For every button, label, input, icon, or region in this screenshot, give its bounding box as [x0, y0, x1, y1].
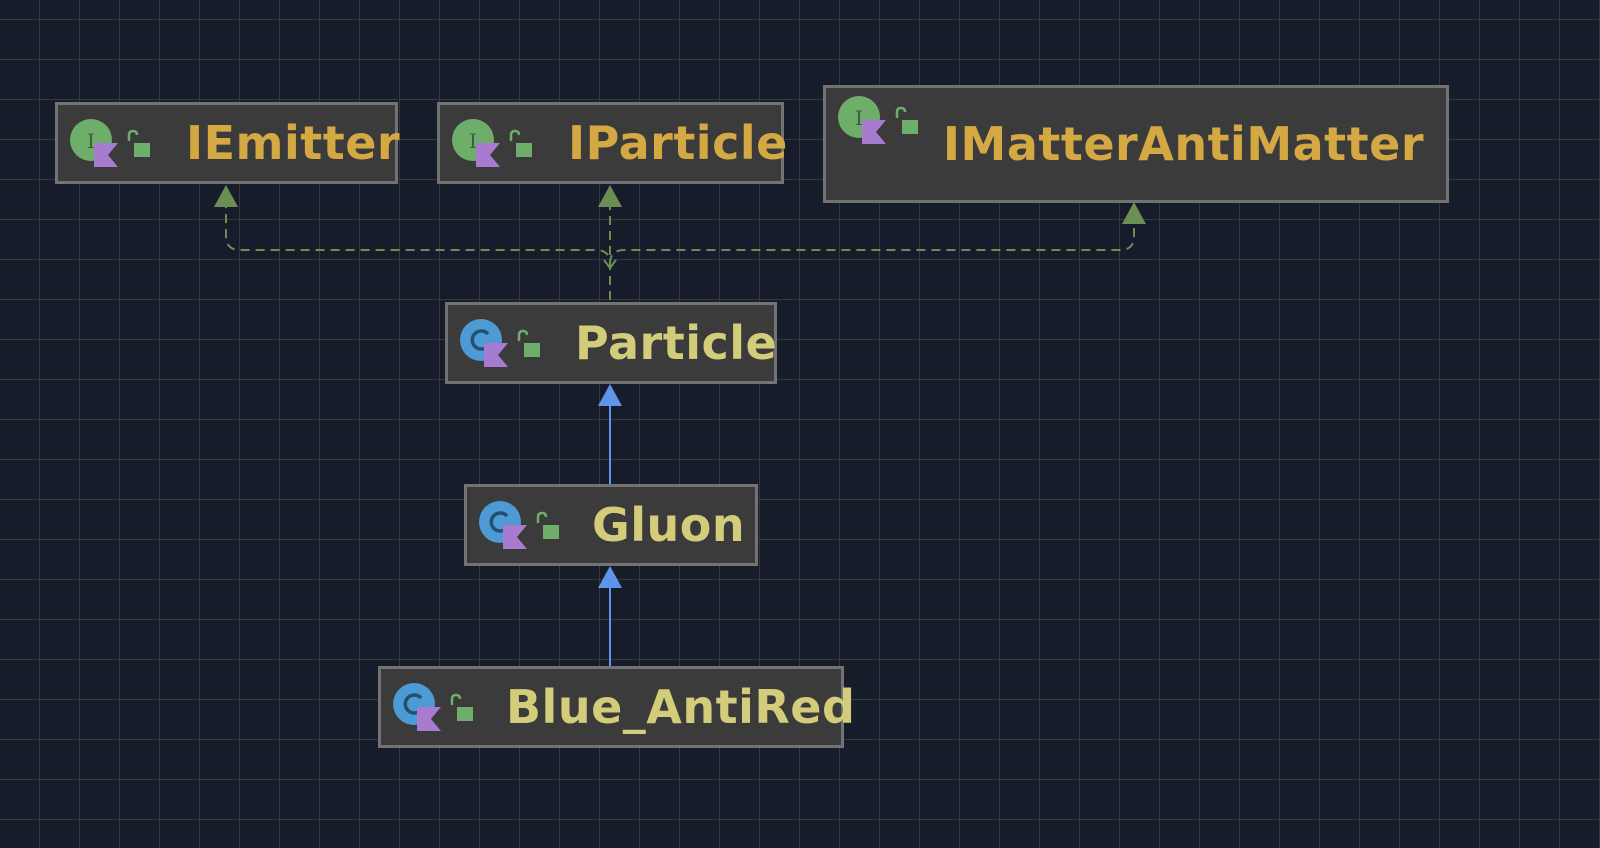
node-imatterantimatter[interactable]: I IMatterAntiMatter [823, 85, 1449, 203]
class-icon [460, 319, 508, 367]
svg-text:I: I [87, 129, 95, 153]
class-icon [393, 683, 441, 731]
public-lock-icon [509, 129, 532, 157]
public-lock-icon [450, 693, 473, 721]
node-label: IParticle [568, 116, 788, 170]
node-label: Blue_AntiRed [506, 680, 856, 734]
arrowhead-imatterantimatter [1122, 202, 1146, 224]
node-label: IEmitter [186, 116, 401, 170]
public-lock-icon [536, 511, 559, 539]
arrowhead-iemitter [214, 185, 238, 207]
node-label: IMatterAntiMatter [942, 117, 1424, 171]
node-iparticle[interactable]: I IParticle [437, 102, 787, 184]
public-lock-icon [517, 329, 540, 357]
interface-icon: I [70, 119, 118, 167]
edge-particle-imatterantimatter [609, 220, 1135, 265]
svg-text:I: I [469, 129, 477, 153]
arrowhead-particle [598, 384, 622, 406]
svg-text:I: I [855, 106, 863, 130]
arrowhead-iparticle [598, 185, 622, 207]
interface-icon: I [452, 119, 500, 167]
edge-junction-mark [603, 259, 617, 270]
node-gluon[interactable]: Gluon [464, 484, 758, 566]
node-blue-antired[interactable]: Blue_AntiRed [378, 666, 855, 748]
node-iemitter[interactable]: I IEmitter [55, 102, 401, 184]
public-lock-icon [127, 129, 150, 157]
node-particle[interactable]: Particle [445, 302, 777, 384]
class-icon [479, 501, 527, 549]
node-label: Particle [575, 316, 778, 370]
node-label: Gluon [592, 498, 746, 552]
arrowhead-gluon [598, 566, 622, 588]
interface-icon: I [838, 96, 886, 144]
public-lock-icon [895, 106, 918, 134]
edge-particle-iemitter [225, 202, 611, 300]
